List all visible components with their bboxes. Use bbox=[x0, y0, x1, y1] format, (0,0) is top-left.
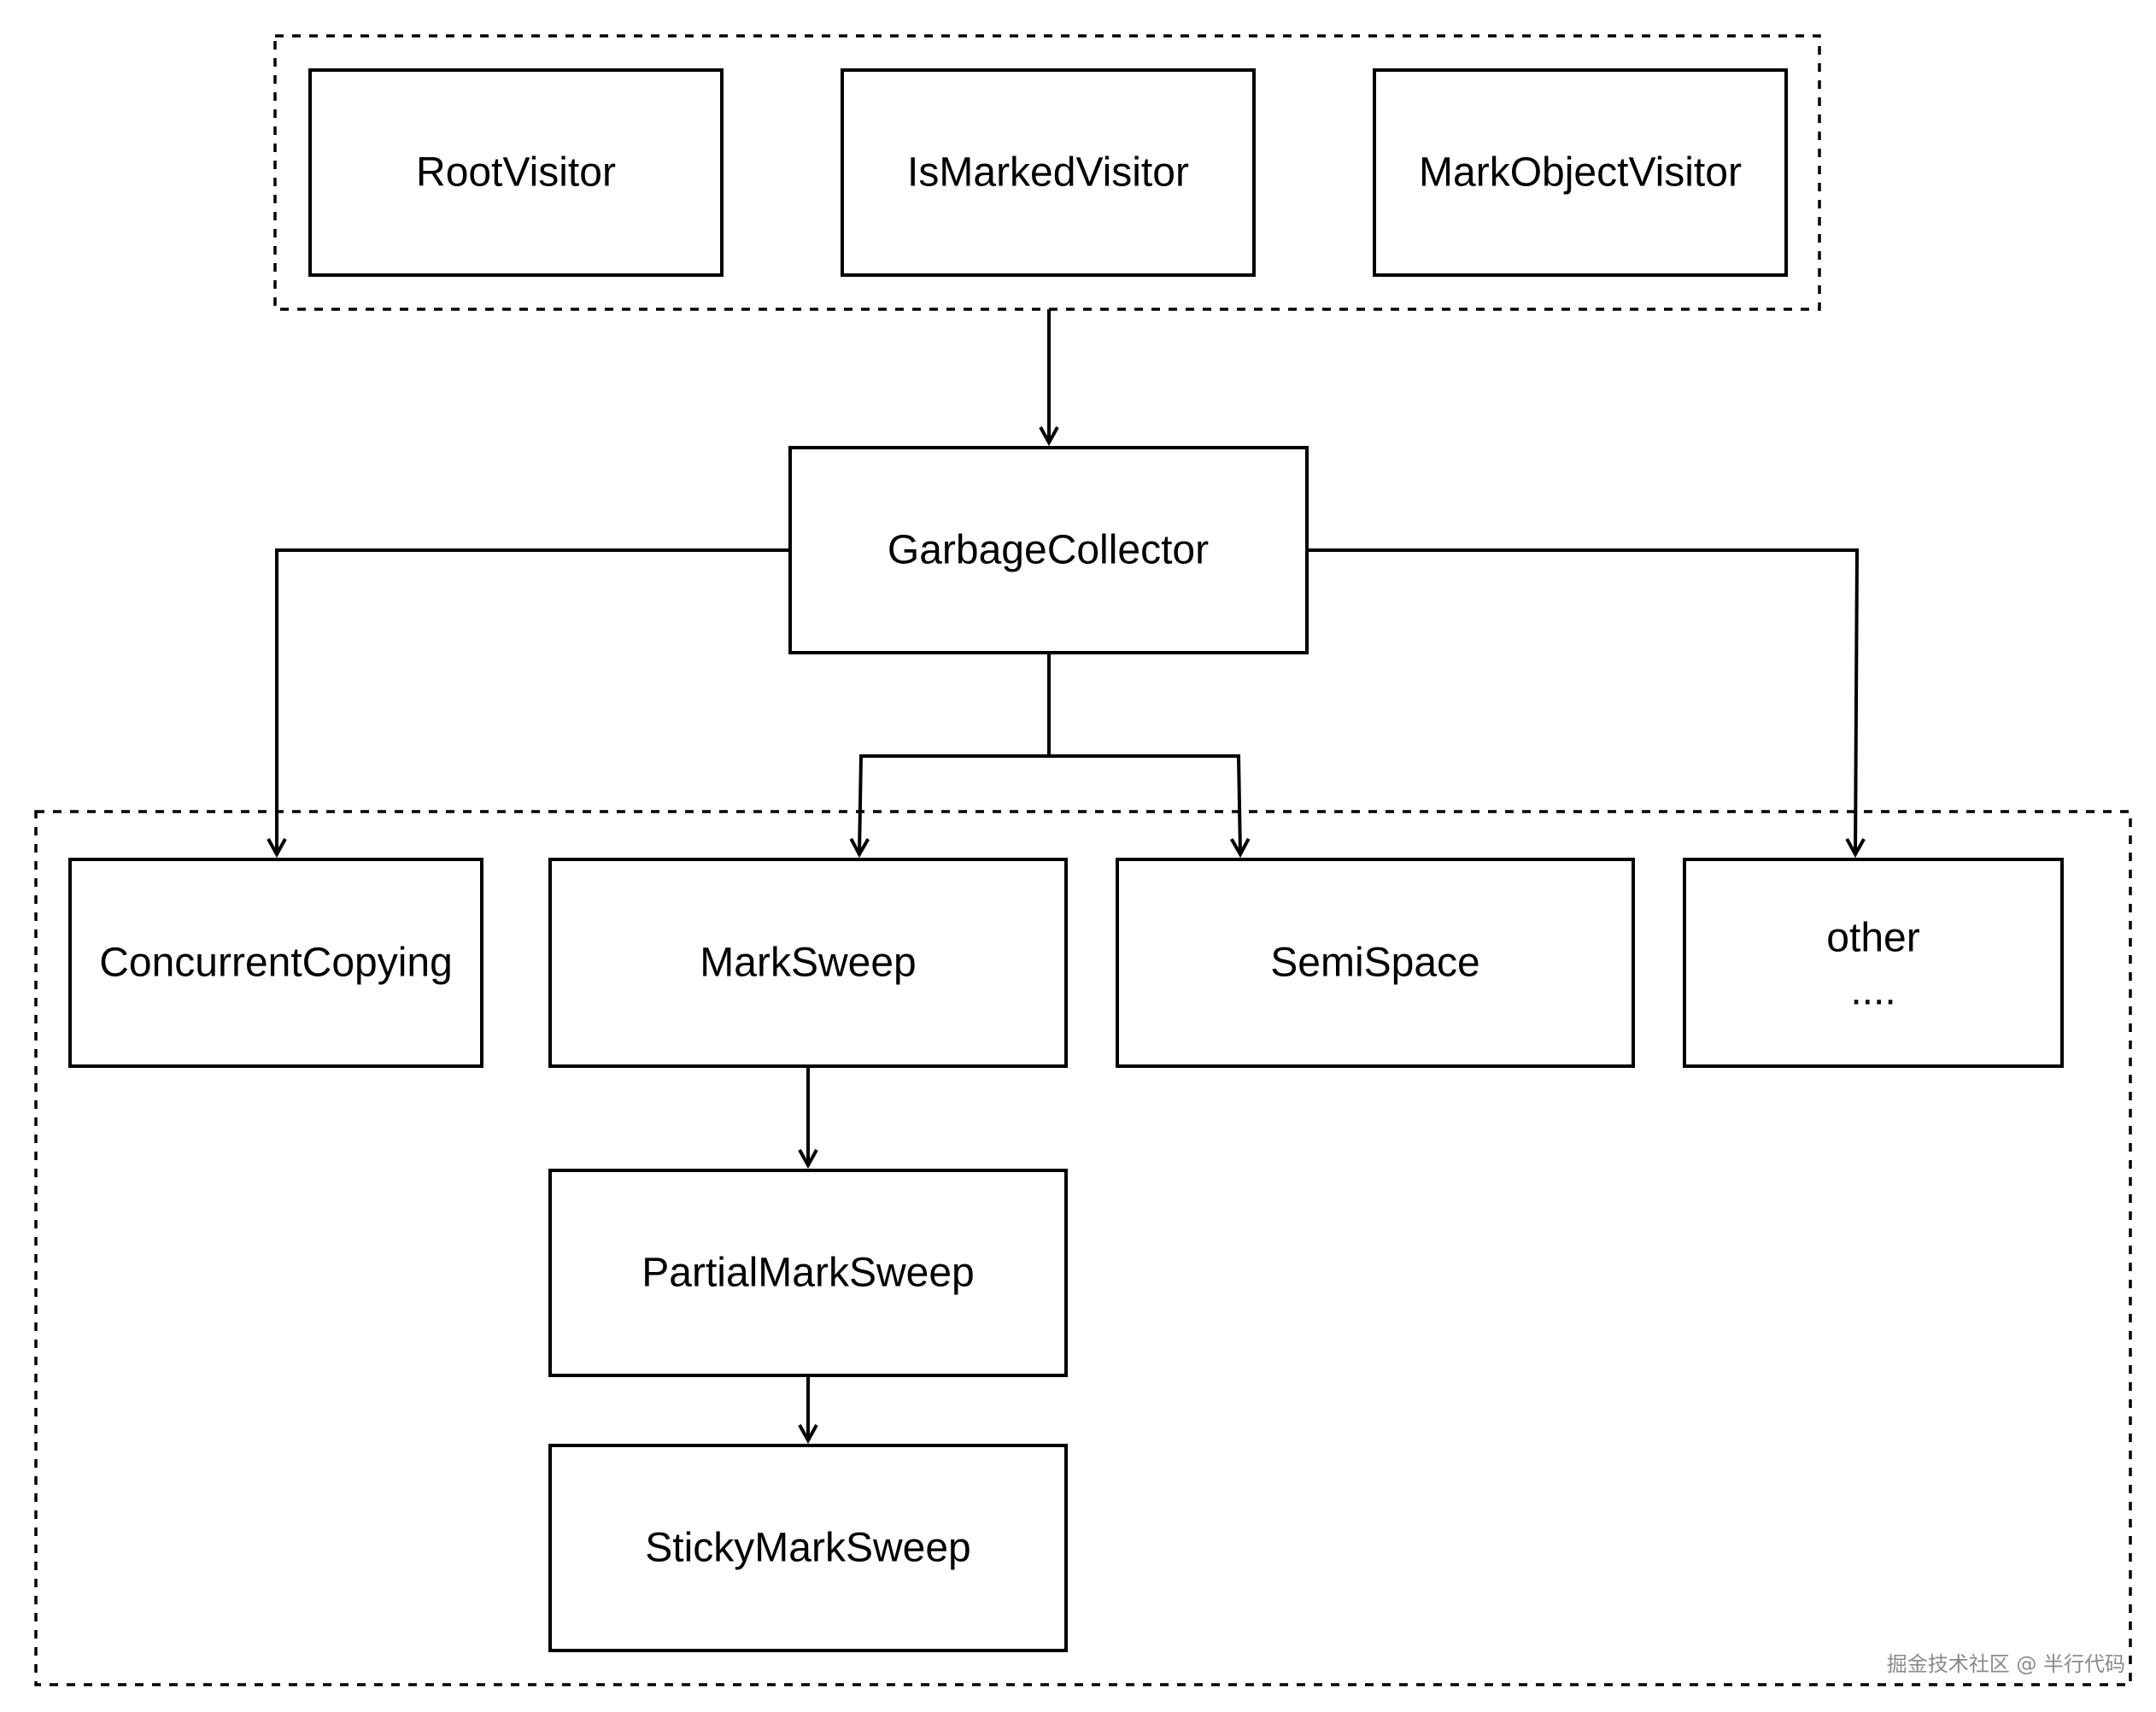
node-label: ConcurrentCopying bbox=[99, 941, 453, 986]
node-is-marked-visitor: IsMarkedVisitor bbox=[841, 68, 1256, 277]
node-label: MarkObjectVisitor bbox=[1419, 150, 1742, 196]
node-other: other .... bbox=[1683, 858, 2064, 1068]
node-root-visitor: RootVisitor bbox=[308, 68, 724, 277]
node-label: RootVisitor bbox=[416, 150, 616, 196]
edge-garbage-collector-to-semi-space bbox=[1049, 754, 1240, 854]
node-partial-mark-sweep: PartialMarkSweep bbox=[548, 1169, 1068, 1377]
node-mark-object-visitor: MarkObjectVisitor bbox=[1373, 68, 1788, 277]
edge-garbage-collector-to-concurrent-copying bbox=[277, 548, 790, 854]
node-mark-sweep: MarkSweep bbox=[548, 858, 1068, 1068]
node-garbage-collector: GarbageCollector bbox=[788, 446, 1309, 654]
node-concurrent-copying: ConcurrentCopying bbox=[68, 858, 483, 1068]
edge-garbage-collector-to-other bbox=[1307, 548, 1857, 854]
node-label: PartialMarkSweep bbox=[642, 1251, 974, 1296]
node-sticky-mark-sweep: StickyMarkSweep bbox=[548, 1444, 1068, 1652]
watermark-text: 掘金技术社区 @ 半行代码 bbox=[1887, 1652, 2125, 1676]
node-label: other bbox=[1826, 916, 1919, 961]
edge-garbage-collector-to-mark-sweep bbox=[859, 653, 1051, 854]
node-label: GarbageCollector bbox=[888, 528, 1209, 573]
node-label: SemiSpace bbox=[1270, 941, 1479, 986]
node-semi-space: SemiSpace bbox=[1116, 858, 1635, 1068]
node-label: MarkSweep bbox=[700, 941, 916, 986]
node-label: StickyMarkSweep bbox=[645, 1526, 970, 1571]
node-label: IsMarkedVisitor bbox=[907, 150, 1189, 196]
visitors-group bbox=[273, 34, 1821, 311]
collectors-group bbox=[34, 810, 2132, 1686]
node-sublabel: .... bbox=[1850, 969, 1895, 1014]
